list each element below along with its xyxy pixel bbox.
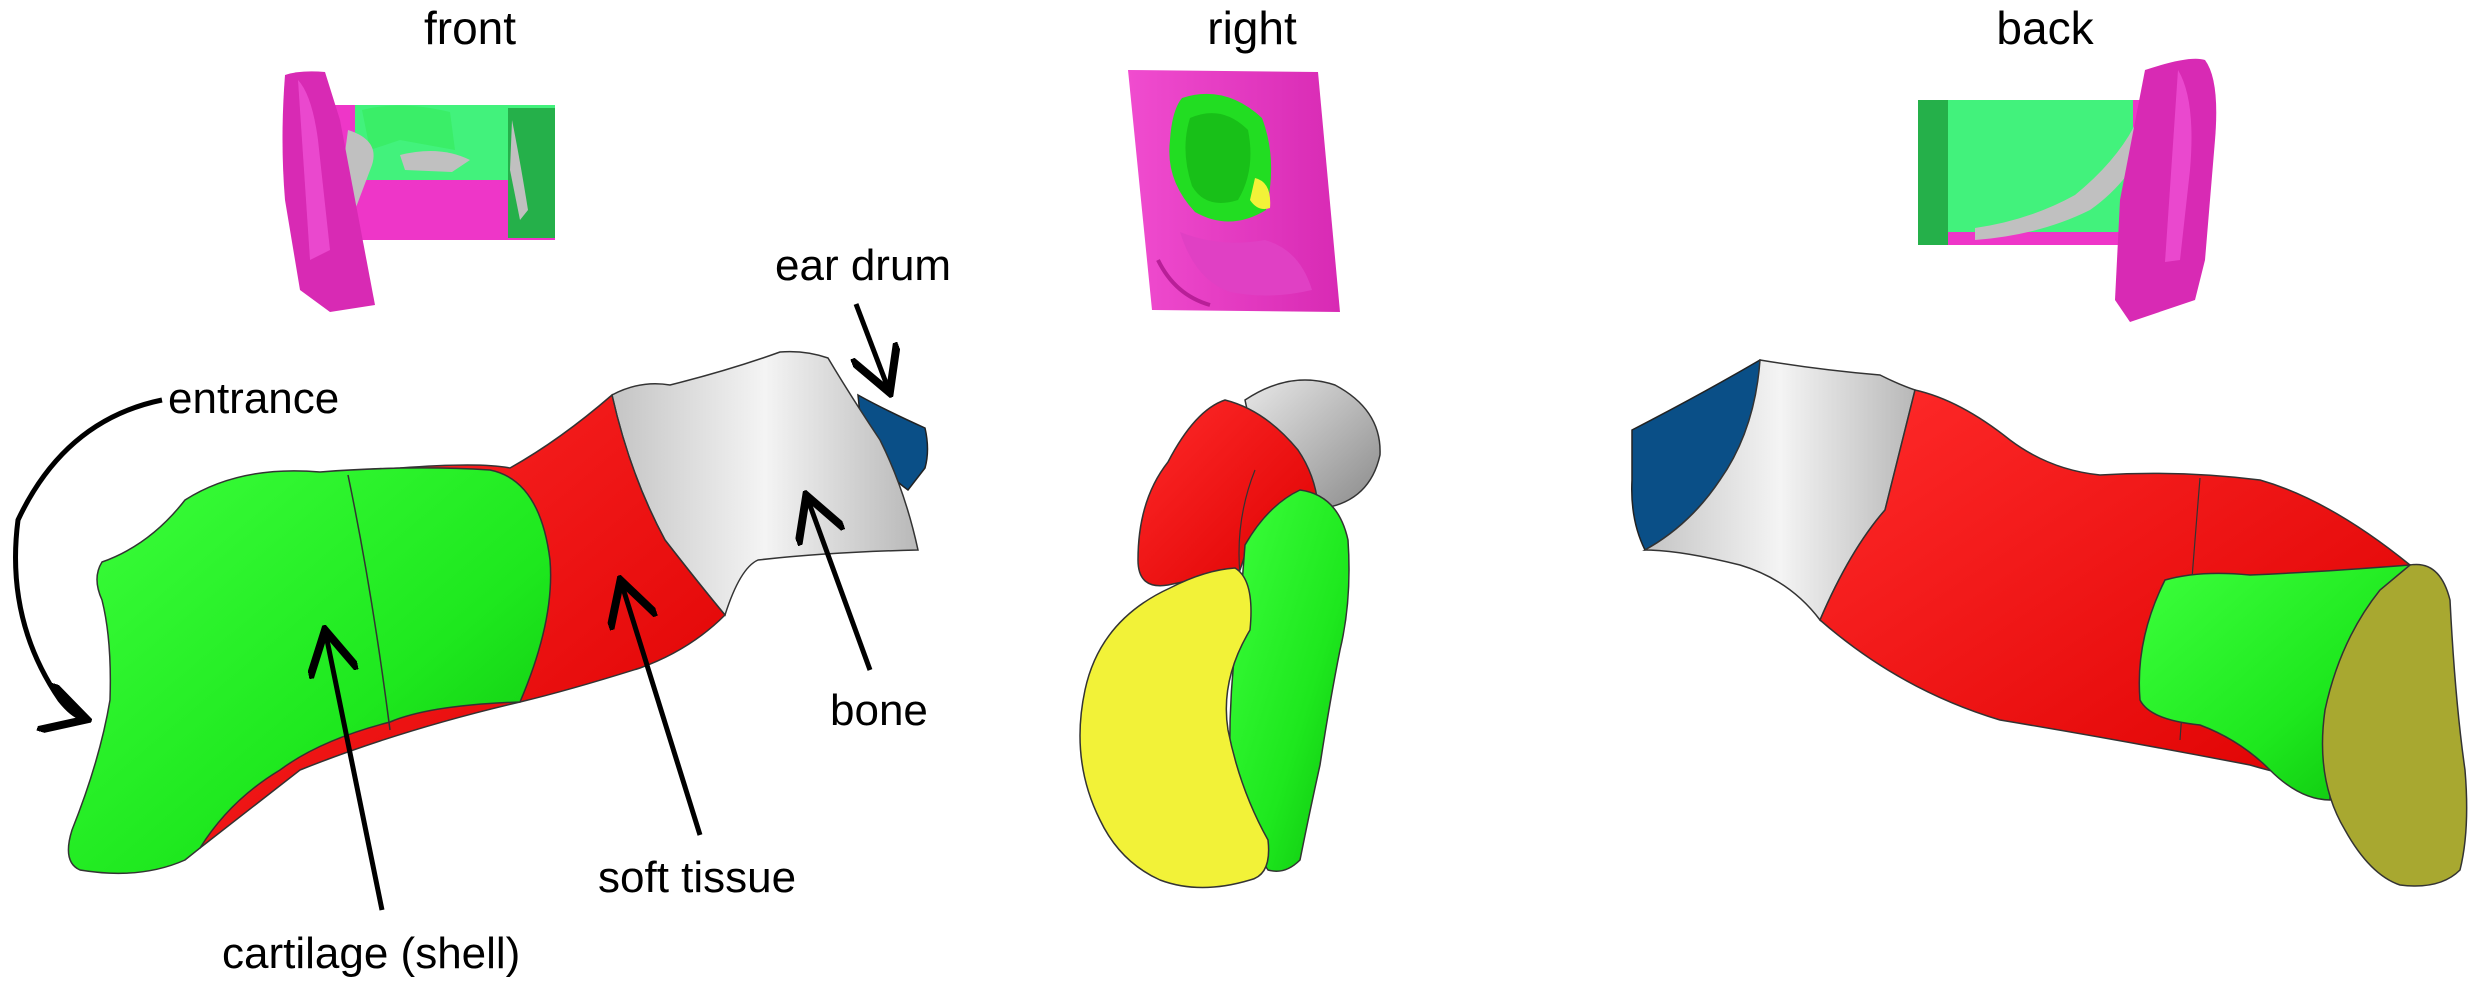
right-ear-thumbnail xyxy=(1128,70,1340,312)
front-head-thumbnail xyxy=(283,71,556,312)
back-canal-model xyxy=(1632,360,2467,886)
back-head-thumbnail xyxy=(1918,59,2216,322)
front-canal-model xyxy=(68,352,927,874)
ear-drum-arrow xyxy=(856,304,888,388)
view-title-right: right xyxy=(1207,2,1297,54)
label-cartilage-shell: cartilage (shell) xyxy=(222,929,520,978)
label-ear-drum: ear drum xyxy=(775,241,951,290)
label-entrance: entrance xyxy=(168,374,339,423)
view-title-back: back xyxy=(1996,2,2094,54)
view-title-front: front xyxy=(424,2,516,54)
label-soft-tissue: soft tissue xyxy=(598,853,796,902)
right-canal-model xyxy=(1080,380,1380,888)
front-cartilage-shell xyxy=(68,468,550,873)
label-bone: bone xyxy=(830,686,928,735)
